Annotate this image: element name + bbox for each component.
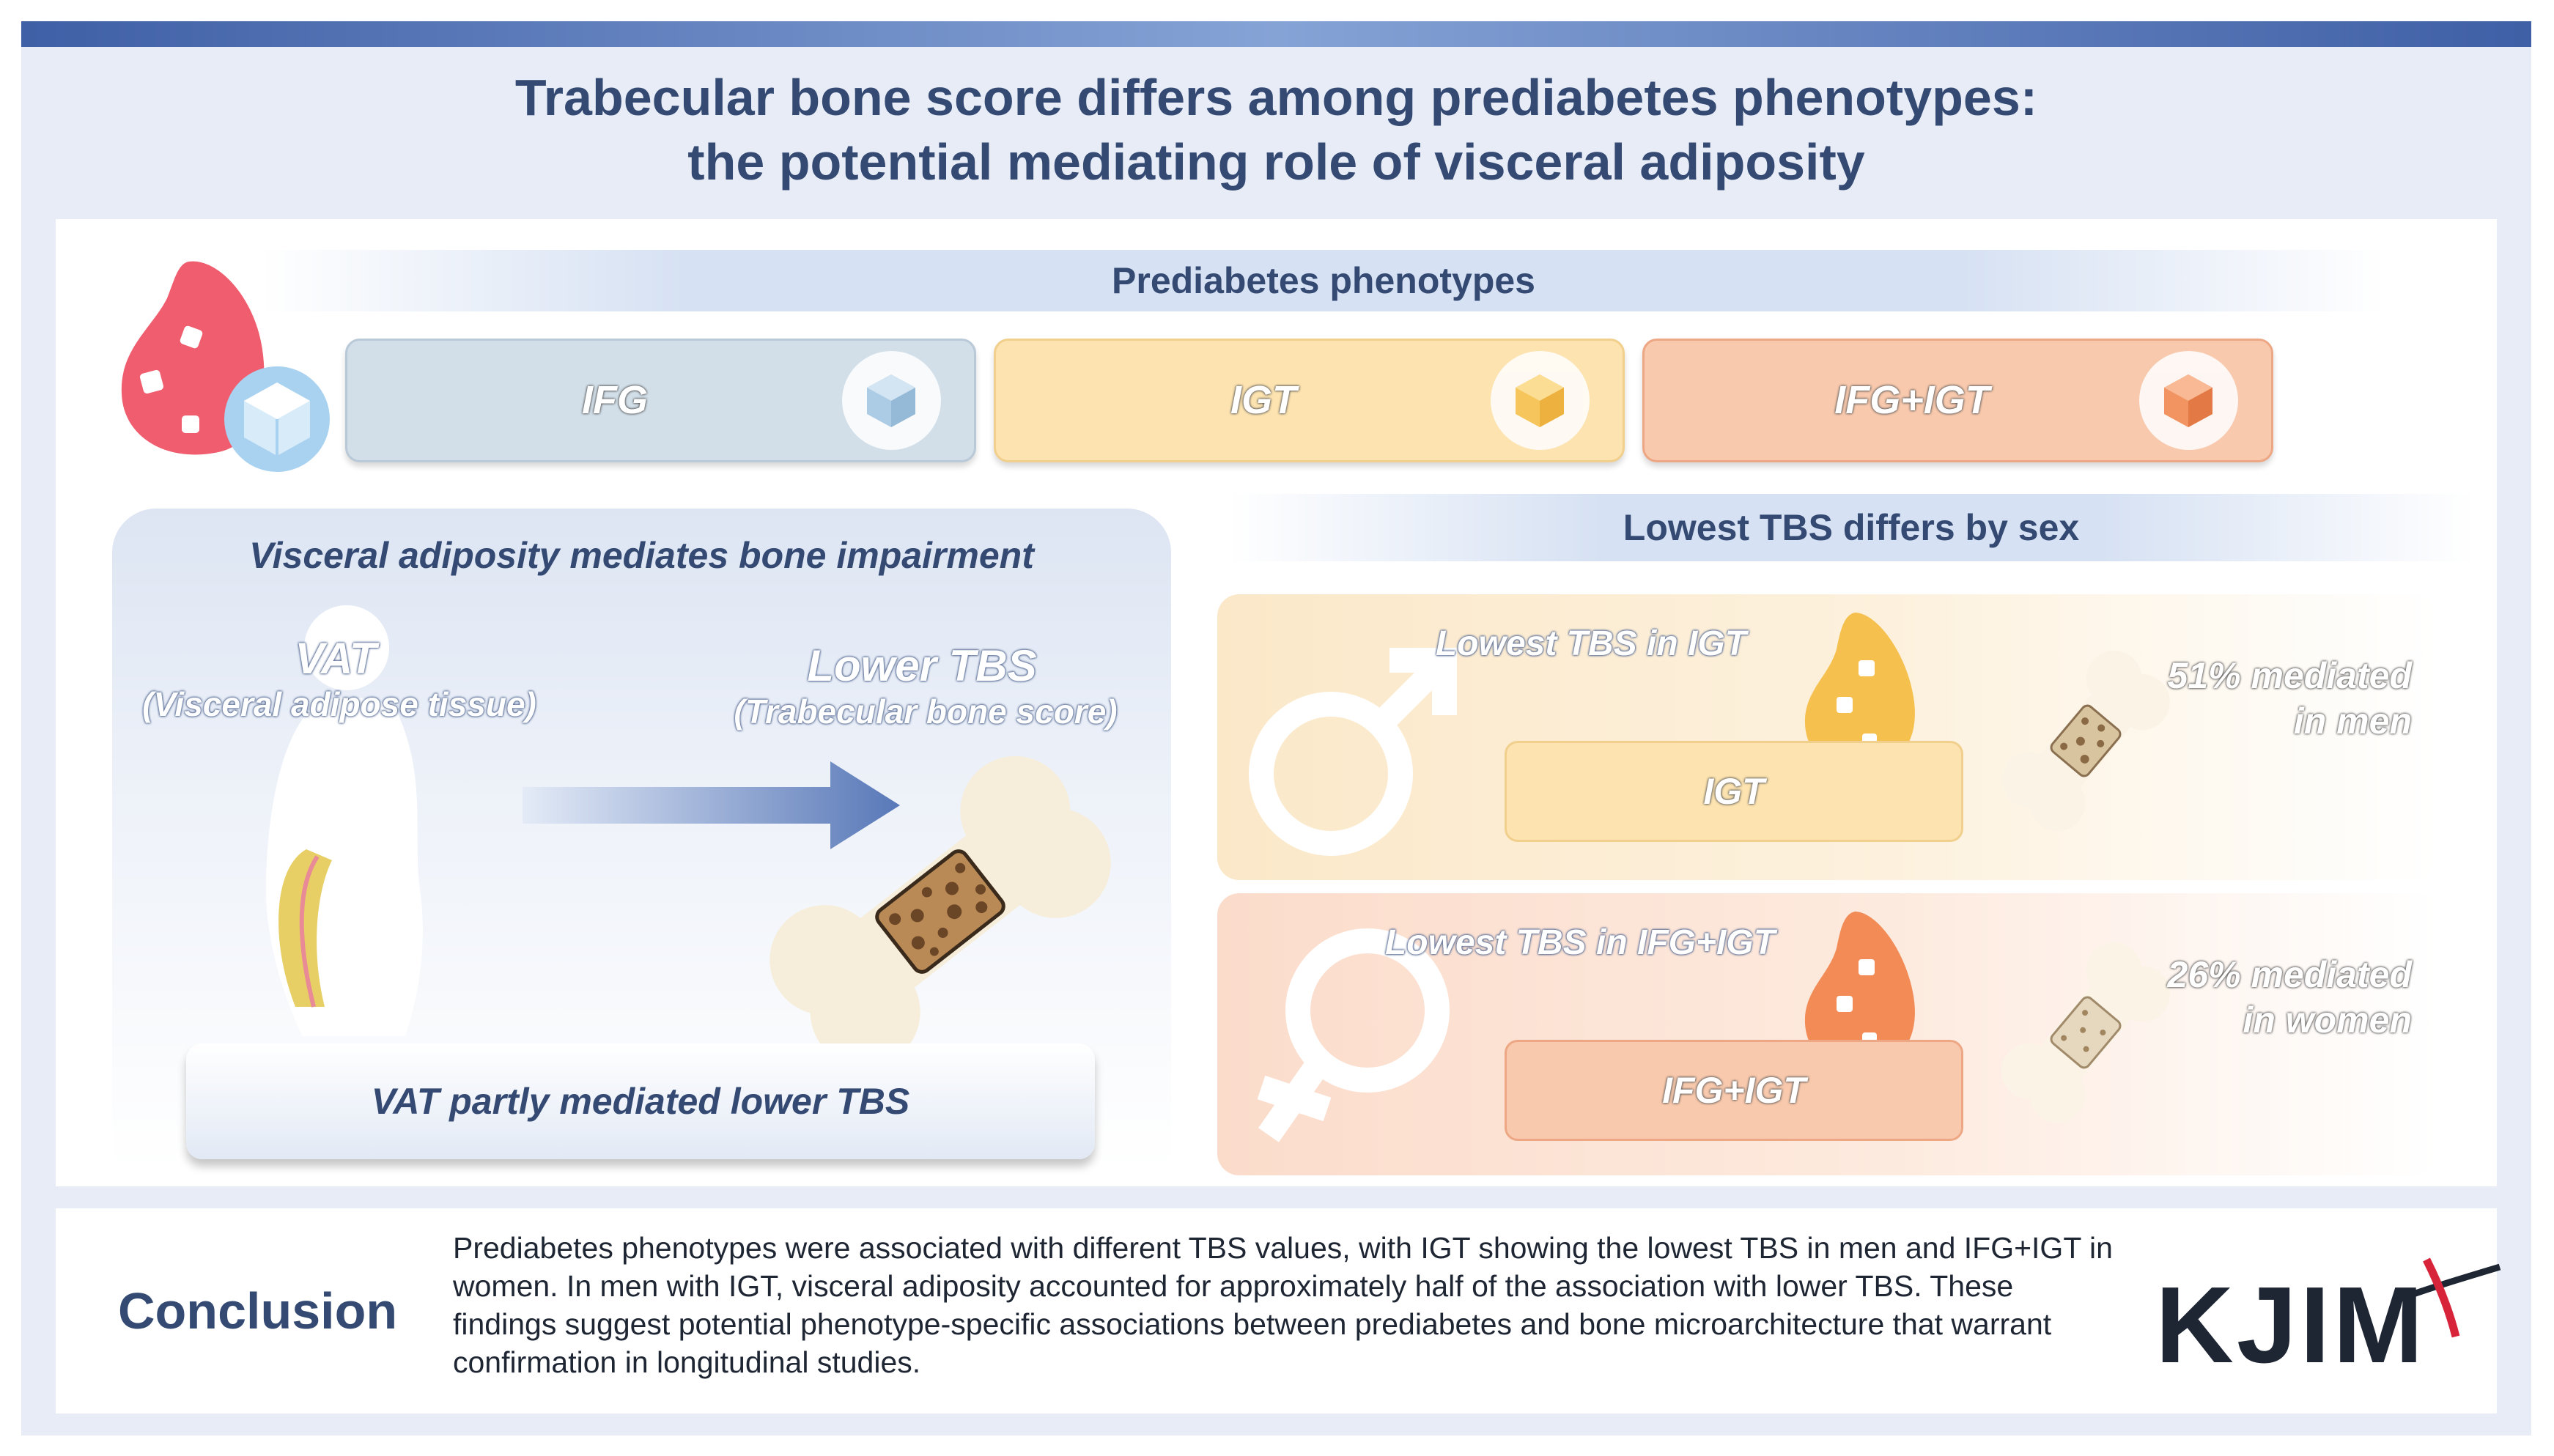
page-title: Trabecular bone score differs among pred… — [21, 65, 2531, 194]
pancreas-orange-icon — [1804, 912, 1915, 1070]
women-mediated-line2: in women — [2243, 999, 2412, 1041]
women-mediated-line1: 26% mediated — [2167, 954, 2412, 995]
cube-icon-orange — [2139, 351, 2238, 450]
vat-sublabel: (Visceral adipose tissue) — [142, 685, 536, 723]
tbs-sublabel: (Trabecular bone score) — [734, 692, 1118, 731]
top-accent-bar — [21, 21, 2531, 47]
men-panel: Lowest TBS in IGT IGT 51% mediated — [1217, 594, 2437, 880]
men-mediated-text: 51% mediated in men — [2133, 653, 2412, 744]
bone-icon — [769, 755, 1111, 1068]
women-panel: Lowest TBS in IFG+IGT IFG+IGT 26% mediat… — [1217, 893, 2437, 1175]
cube-icon-blue — [842, 351, 941, 450]
phenotype-card-igt: IGT — [994, 339, 1625, 462]
women-mediated-text: 26% mediated in women — [2133, 952, 2412, 1043]
bone-small-icon-women — [2001, 942, 2171, 1123]
men-mediated-line2: in men — [2293, 701, 2412, 742]
conclusion-label: Conclusion — [118, 1282, 398, 1339]
cube-icon-yellow — [1491, 351, 1590, 450]
kjim-logo-cross-icon — [2396, 1257, 2501, 1338]
conclusion-text: Prediabetes phenotypes were associated w… — [453, 1231, 2113, 1379]
phenotype-label-ifg: IFG — [582, 378, 648, 422]
women-ifg-igt-box: IFG+IGT — [1505, 1040, 1963, 1141]
phenotypes-heading: Prediabetes phenotypes — [261, 250, 2386, 311]
conclusion-section: Conclusion Prediabetes phenotypes were a… — [56, 1208, 2501, 1413]
men-igt-box: IGT — [1505, 741, 1963, 842]
body-silhouette-icon — [266, 605, 423, 1036]
phenotype-card-ifg-igt: IFG+IGT — [1642, 339, 2273, 462]
infographic-frame: Trabecular bone score differs among pred… — [21, 21, 2531, 1435]
sex-heading: Lowest TBS differs by sex — [1228, 494, 2474, 561]
title-line-1: Trabecular bone score differs among pred… — [514, 69, 2038, 126]
pancreas-yellow-icon — [1804, 613, 1915, 771]
female-symbol-icon — [1257, 928, 1450, 1142]
main-panel: Prediabetes phenotypes IFG IGT IFG+IGT V… — [56, 219, 2497, 1186]
women-caption: Lowest TBS in IFG+IGT — [1384, 923, 1776, 962]
men-caption: Lowest TBS in IGT — [1435, 624, 1746, 663]
pancreas-icon — [121, 261, 330, 472]
vat-result-box: VAT partly mediated lower TBS — [186, 1043, 1095, 1159]
title-line-2: the potential mediating role of visceral… — [687, 133, 1865, 191]
phenotype-card-ifg: IFG — [345, 339, 976, 462]
men-mediated-line1: 51% mediated — [2167, 655, 2412, 696]
kjim-logo: KJIM — [2155, 1265, 2426, 1386]
phenotype-label-igt: IGT — [1230, 378, 1296, 422]
visceral-heading: Visceral adiposity mediates bone impairm… — [249, 535, 1034, 576]
lower-tbs-label: Lower TBS — [807, 641, 1037, 690]
arrow-right-icon — [523, 761, 900, 849]
male-symbol-icon — [1249, 648, 1457, 856]
bone-small-icon-men — [2001, 650, 2171, 832]
phenotype-label-ifg-igt: IFG+IGT — [1834, 378, 1990, 422]
vat-label: VAT — [295, 634, 377, 683]
